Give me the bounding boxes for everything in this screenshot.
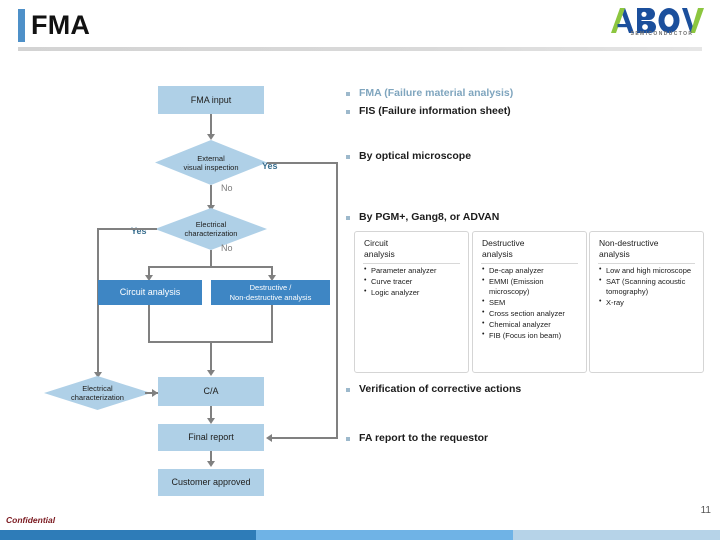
bullet-square-icon — [346, 92, 350, 96]
card-non-destructive-analysis[interactable]: Non-destructive analysis Low and high mi… — [589, 231, 704, 373]
edge-label-electrical-yes: Yes — [131, 226, 147, 236]
bullet-text: By optical microscope — [359, 150, 472, 162]
card-list-item: X-ray — [599, 297, 699, 308]
edge-visual-yes-v — [336, 162, 338, 438]
card-list: De-cap analyzer EMMI (Emission microscop… — [482, 265, 582, 342]
flow-node-label: Final report — [188, 432, 234, 442]
card-destructive-analysis[interactable]: Destructive analysis De-cap analyzer EMM… — [472, 231, 587, 373]
card-list-item: Cross section analyzer — [482, 308, 582, 319]
title-accent-bar — [18, 9, 25, 42]
card-circuit-analysis[interactable]: Circuit analysis Parameter analyzer Curv… — [354, 231, 469, 373]
edge-electrical-yes-h — [97, 228, 157, 230]
flow-node-label: Electrical characterization — [71, 384, 124, 402]
footer-bar-segment-3 — [513, 530, 720, 540]
card-list-item: SEM — [482, 297, 582, 308]
arrowhead-split-right — [268, 275, 276, 281]
card-divider — [598, 263, 695, 264]
edge-visual-yes-h — [267, 162, 338, 164]
bullet-text: FIS (Failure information sheet) — [359, 105, 511, 117]
card-list-item: Curve tracer — [364, 276, 464, 287]
bullet-item: FMA (Failure material analysis) — [346, 87, 676, 100]
card-list-item: Low and high microscope — [599, 265, 699, 276]
card-list-item: FIB (Focus ion beam) — [482, 330, 582, 341]
flow-node-external-visual-inspection[interactable]: External visual inspection — [155, 140, 267, 185]
flow-node-label: Customer approved — [171, 477, 251, 487]
edge-split-left — [148, 266, 150, 277]
flow-node-label: Electrical characterization — [184, 220, 238, 238]
flow-node-circuit-analysis[interactable]: Circuit analysis — [98, 280, 202, 305]
bullet-square-icon — [346, 437, 350, 441]
arrowhead-yes-into-report — [266, 434, 272, 442]
page-title: FMA — [31, 10, 91, 40]
card-list-item: Logic analyzer — [364, 287, 464, 298]
abov-logo-subtitle: SEMICONDUCTOR — [630, 31, 694, 37]
bullet-square-icon — [346, 216, 350, 220]
edge-label-visual-no: No — [221, 183, 233, 193]
flow-node-customer-approved[interactable]: Customer approved — [158, 469, 264, 496]
flow-node-destructive-analysis[interactable]: Destructive / Non-destructive analysis — [211, 280, 330, 305]
edge-merge-to-ca — [210, 341, 212, 371]
edge-electrical-no-stem — [210, 250, 212, 267]
arrowhead-electrical2-to-ca — [152, 389, 158, 397]
card-list: Parameter analyzer Curve tracer Logic an… — [364, 265, 464, 299]
bullet-item: By PGM+, Gang8, or ADVAN — [346, 211, 676, 224]
card-list-item: SAT (Scanning acoustic tomography) — [599, 276, 699, 297]
arrowhead-input-to-visual — [207, 134, 215, 140]
edge-visual-yes-into-report — [272, 437, 338, 439]
bullet-item: By optical microscope — [346, 150, 676, 163]
bullet-square-icon — [346, 110, 350, 114]
card-title: Destructive analysis — [482, 238, 525, 259]
card-list-item: Chemical analyzer — [482, 319, 582, 330]
card-list: Low and high microscope SAT (Scanning ac… — [599, 265, 699, 309]
edge-electrical2-to-ca — [145, 392, 158, 394]
header-divider — [18, 47, 702, 51]
bullet-item: Verification of corrective actions — [346, 383, 676, 396]
flow-node-label: C/A — [203, 386, 219, 396]
bullet-text: FMA (Failure material analysis) — [359, 87, 514, 99]
card-list-item: De-cap analyzer — [482, 265, 582, 276]
bullet-item: FIS (Failure information sheet) — [346, 105, 676, 118]
edge-ca-to-final — [210, 406, 212, 419]
abov-logo — [611, 8, 705, 40]
flow-node-label: FMA input — [190, 94, 232, 105]
arrowhead-electrical-yes-down — [94, 372, 102, 378]
card-list-item: Parameter analyzer — [364, 265, 464, 276]
edge-split-right — [271, 266, 273, 277]
edge-label-visual-yes: Yes — [262, 161, 278, 171]
card-title: Circuit analysis — [364, 238, 395, 259]
card-title: Non-destructive analysis — [599, 238, 659, 259]
edge-input-to-visual — [210, 114, 212, 135]
edge-circuit-down — [148, 305, 150, 342]
bullet-text: By PGM+, Gang8, or ADVAN — [359, 211, 500, 223]
bullet-square-icon — [346, 388, 350, 392]
card-list-item: EMMI (Emission microscopy) — [482, 276, 582, 297]
flow-node-final-report[interactable]: Final report — [158, 424, 264, 451]
edge-electrical-no-split — [148, 266, 273, 268]
edge-destructive-down — [271, 305, 273, 342]
bullet-text: FA report to the requestor — [359, 432, 489, 444]
bullet-square-icon — [346, 155, 350, 159]
flow-node-ca[interactable]: C/A — [158, 377, 264, 406]
arrowhead-ca-to-final — [207, 418, 215, 424]
bullet-text: Verification of corrective actions — [359, 383, 522, 395]
footer-bar-segment-2 — [256, 530, 513, 540]
flow-node-label: External visual inspection — [183, 153, 239, 172]
arrowhead-split-left — [145, 275, 153, 281]
edge-label-electrical-no: No — [221, 243, 233, 253]
flow-node-label: Circuit analysis — [119, 287, 181, 297]
arrowhead-merge-to-ca — [207, 370, 215, 376]
flow-node-electrical-characterization-1[interactable]: Electrical characterization — [155, 208, 267, 250]
edge-final-to-customer — [210, 451, 212, 462]
page-number: 11 — [700, 505, 711, 516]
arrowhead-final-to-customer — [207, 461, 215, 467]
bullet-item: FA report to the requestor — [346, 432, 676, 445]
edge-visual-to-electrical — [210, 185, 212, 207]
footer-bar-segment-1 — [0, 530, 256, 540]
confidential-label: Confidential — [6, 515, 56, 525]
card-divider — [481, 263, 578, 264]
flow-node-fma-input[interactable]: FMA input — [158, 86, 264, 114]
card-divider — [363, 263, 460, 264]
flow-node-label: Destructive / Non-destructive analysis — [229, 283, 312, 302]
flow-node-electrical-characterization-2[interactable]: Electrical characterization — [44, 376, 151, 410]
